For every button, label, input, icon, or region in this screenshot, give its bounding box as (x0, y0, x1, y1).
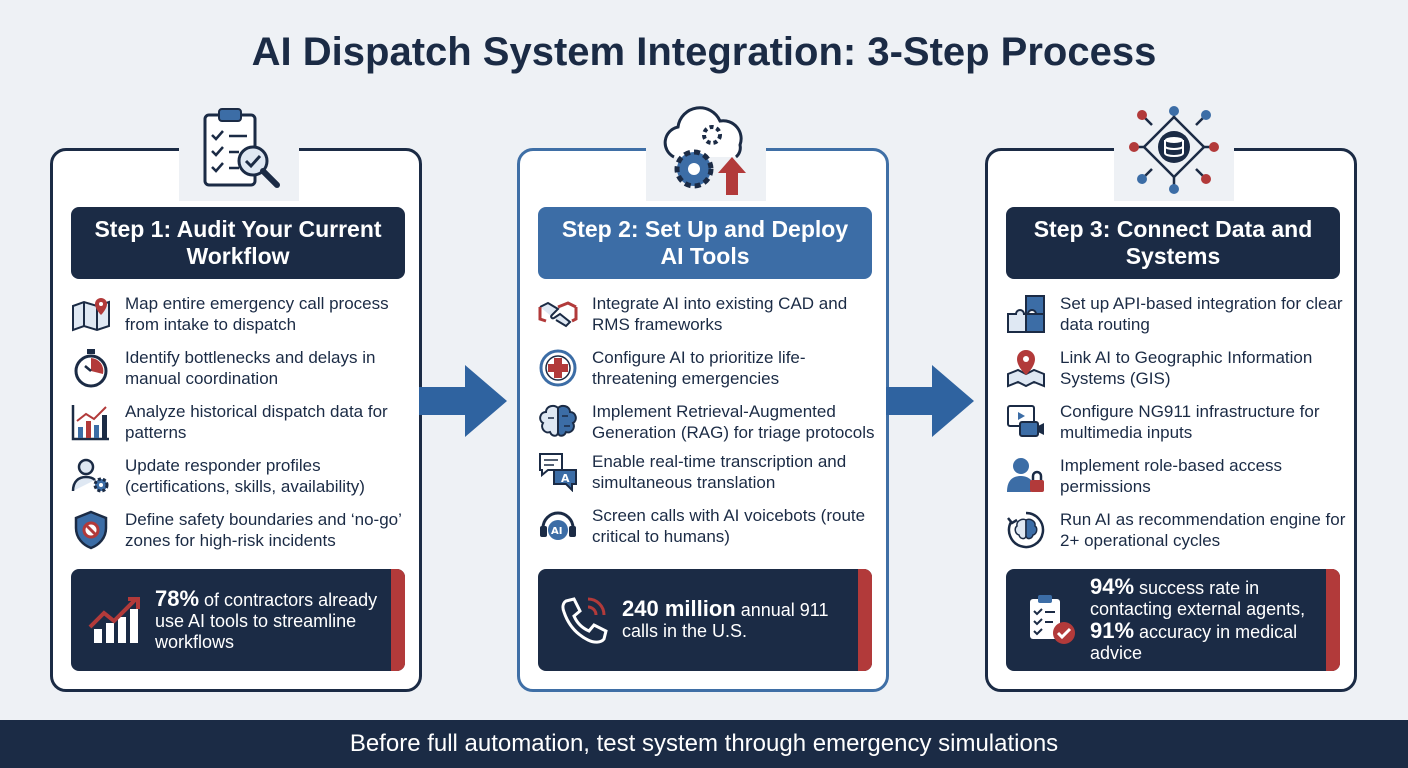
footer-banner: Before full automation, test system thro… (0, 720, 1408, 768)
list-item: Define safety boundaries and ‘no-go’ zon… (71, 509, 421, 551)
stat-text: success rate in contacting external agen… (1090, 578, 1306, 619)
list-item-text: Identify bottlenecks and delays in manua… (125, 348, 376, 388)
list-item: Update responder profiles (certification… (71, 455, 421, 497)
list-item-text: Run AI as recommendation engine for 2+ o… (1060, 510, 1346, 550)
list-item: Implement Retrieval-Augmented Generation… (538, 401, 888, 443)
handshake-icon (538, 293, 578, 335)
step-2-list: Integrate AI into existing CAD and RMS f… (538, 293, 888, 559)
stopwatch-icon (71, 347, 111, 389)
list-item: Link AI to Geographic Information System… (1006, 347, 1356, 389)
medical-cross-icon (538, 347, 578, 389)
stat-accent-bar (1326, 569, 1340, 671)
page-title: AI Dispatch System Integration: 3-Step P… (251, 30, 1157, 74)
step-2-stat: 240 million annual 911 calls in the U.S. (538, 569, 872, 671)
translate-chat-icon: A (538, 451, 578, 493)
list-item: Configure NG911 infrastructure for multi… (1006, 401, 1356, 443)
list-item-text: Update responder profiles (certification… (125, 456, 365, 496)
list-item: AI Screen calls with AI voicebots (route… (538, 505, 888, 547)
user-gear-icon (71, 455, 111, 497)
shield-no-icon (71, 509, 111, 551)
list-item-text: Configure AI to prioritize life-threaten… (592, 348, 806, 388)
list-item: Analyze historical dispatch data for pat… (71, 401, 421, 443)
bar-chart-icon (71, 401, 111, 443)
database-network-icon (1114, 101, 1234, 201)
stat-highlight: 94% (1090, 574, 1135, 599)
stat-accent-bar (858, 569, 872, 671)
step-2-header: Step 2: Set Up and Deploy AI Tools (538, 207, 872, 279)
step-3-card: Step 3: Connect Data and Systems Set up … (985, 101, 1357, 692)
step-1-header: Step 1: Audit Your Current Workflow (71, 207, 405, 279)
list-item: Run AI as recommendation engine for 2+ o… (1006, 509, 1356, 551)
user-lock-icon (1006, 455, 1046, 497)
list-item-text: Configure NG911 infrastructure for multi… (1060, 402, 1320, 442)
growth-chart-icon (77, 595, 155, 645)
list-item-text: Map entire emergency call process from i… (125, 294, 389, 334)
map-location-icon (1006, 347, 1046, 389)
brain-circuit-icon (538, 401, 578, 443)
step-2-card: Step 2: Set Up and Deploy AI Tools Integ… (517, 101, 889, 692)
list-item-text: Analyze historical dispatch data for pat… (125, 402, 388, 442)
cloud-gear-upload-icon (646, 101, 766, 201)
step-1-card: Step 1: Audit Your Current Workflow Map … (50, 101, 422, 692)
step-3-header: Step 3: Connect Data and Systems (1006, 207, 1340, 279)
stat-highlight: 78% (155, 585, 200, 611)
step-3-list: Set up API-based integration for clear d… (1006, 293, 1356, 563)
list-item: A Enable real-time transcription and sim… (538, 451, 888, 493)
list-item-text: Set up API-based integration for clear d… (1060, 294, 1343, 334)
clipboard-magnifier-icon (179, 101, 299, 201)
step-1-stat: 78% of contractors already use AI tools … (71, 569, 405, 671)
stat-text: of contractors already use AI tools to s… (155, 589, 378, 652)
step-1-list: Map entire emergency call process from i… (71, 293, 421, 563)
list-item: Map entire emergency call process from i… (71, 293, 421, 335)
list-item-text: Enable real-time transcription and simul… (592, 452, 847, 492)
list-item: Identify bottlenecks and delays in manua… (71, 347, 421, 389)
stat-text: annual 911 calls in the U.S. (622, 600, 829, 641)
list-item: Integrate AI into existing CAD and RMS f… (538, 293, 888, 335)
video-camera-icon (1006, 401, 1046, 443)
phone-ringing-icon (544, 595, 622, 645)
list-item-text: Screen calls with AI voicebots (route cr… (592, 506, 866, 546)
list-item-text: Define safety boundaries and ‘no-go’ zon… (125, 510, 402, 550)
list-item-text: Implement Retrieval-Augmented Generation… (592, 402, 875, 442)
list-item: Implement role-based access permissions (1006, 455, 1356, 497)
puzzle-icon (1006, 293, 1046, 335)
svg-text:AI: AI (551, 526, 562, 537)
stat-accent-bar (391, 569, 405, 671)
svg-text:A: A (561, 472, 570, 485)
list-item: Set up API-based integration for clear d… (1006, 293, 1356, 335)
stat-highlight: 240 million (622, 596, 736, 621)
brain-cycle-icon (1006, 509, 1046, 551)
stat-text-2: accuracy in medical advice (1090, 622, 1298, 663)
arrow-right-icon (886, 365, 974, 437)
list-item-text: Link AI to Geographic Information System… (1060, 348, 1313, 388)
list-item-text: Implement role-based access permissions (1060, 456, 1283, 496)
step-3-stat: 94% success rate in contacting external … (1006, 569, 1340, 671)
ai-headset-icon: AI (538, 505, 578, 547)
arrow-right-icon (419, 365, 507, 437)
stat-highlight-2: 91% (1090, 618, 1135, 643)
list-item-text: Integrate AI into existing CAD and RMS f… (592, 294, 848, 334)
map-pin-icon (71, 293, 111, 335)
list-item: Configure AI to prioritize life-threaten… (538, 347, 888, 389)
checklist-approved-icon (1012, 593, 1090, 647)
